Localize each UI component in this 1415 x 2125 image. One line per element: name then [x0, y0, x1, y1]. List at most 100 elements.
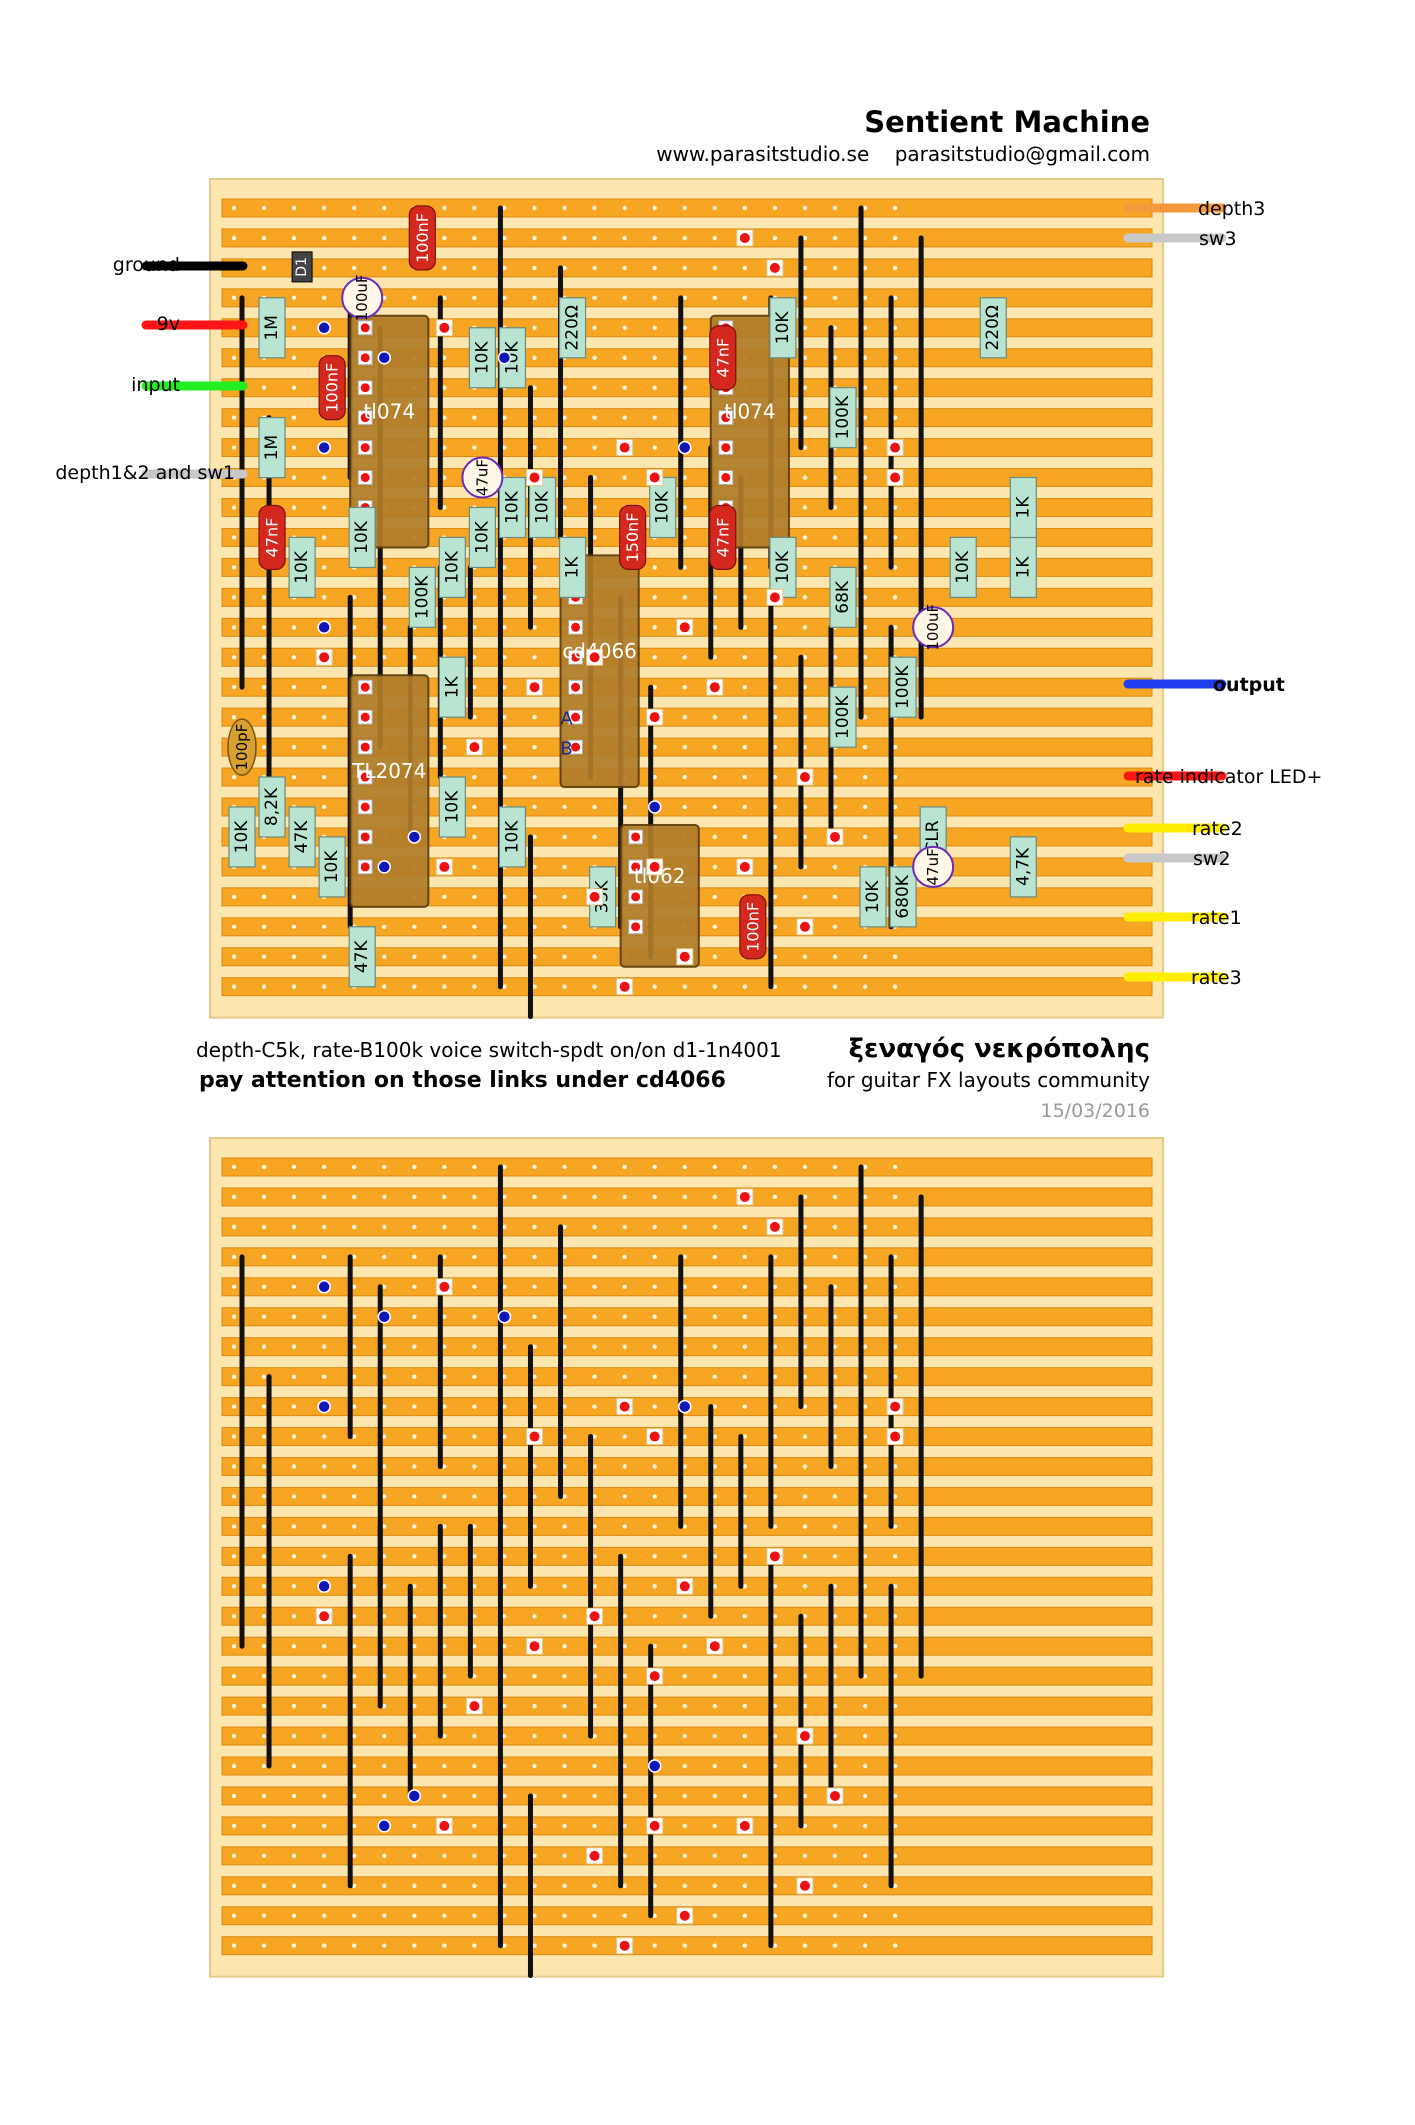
- bottom-hole: [382, 1853, 387, 1859]
- bottom-hole: [862, 1883, 868, 1889]
- top-hole: [532, 205, 537, 211]
- bottom-hole: [652, 1404, 657, 1409]
- top-hole: [562, 385, 567, 390]
- top-hole: [802, 864, 808, 870]
- bottom-hole: [472, 1913, 477, 1918]
- bottom-hole: [862, 1434, 868, 1439]
- bottom-hole: [832, 1524, 838, 1529]
- bottom-hole: [412, 1524, 417, 1529]
- top-hole: [832, 235, 838, 241]
- top-hole: [532, 864, 537, 870]
- bottom-hole: [772, 1194, 778, 1200]
- bottom-hole: [532, 1584, 537, 1589]
- top-track-cut-dot: [890, 472, 901, 483]
- bottom-copper-strip: [221, 1846, 1153, 1866]
- bottom-hole: [472, 1763, 477, 1769]
- bottom-hole: [802, 1703, 808, 1709]
- top-hole: [231, 894, 237, 900]
- bottom-hole: [502, 1194, 507, 1200]
- bottom-hole: [562, 1673, 567, 1679]
- top-hole: [502, 415, 507, 420]
- resistor-label: 68K: [833, 580, 853, 614]
- top-hole: [742, 834, 748, 840]
- bottom-hole: [652, 1194, 657, 1200]
- resistor: [889, 656, 917, 718]
- top-hole: [682, 505, 687, 510]
- bottom-hole: [682, 1644, 687, 1649]
- bottom-hole: [802, 1254, 808, 1260]
- bottom-hole: [892, 1703, 898, 1709]
- top-hole: [502, 984, 507, 989]
- top-hole: [682, 804, 687, 810]
- bottom-hole: [832, 1883, 838, 1889]
- bottom-hole: [832, 1703, 838, 1709]
- bottom-copper-strip: [221, 1756, 1153, 1776]
- bottom-hole: [231, 1554, 237, 1559]
- bottom-hole: [261, 1404, 267, 1409]
- bottom-via: [647, 1759, 662, 1773]
- bottom-hole: [382, 1404, 387, 1409]
- bottom-hole: [742, 1733, 748, 1739]
- top-hole: [382, 655, 387, 660]
- bottom-hole: [382, 1883, 387, 1889]
- top-hole: [712, 714, 717, 720]
- top-hole: [562, 475, 567, 480]
- bottom-hole: [592, 1673, 597, 1679]
- bottom-hole: [862, 1644, 868, 1649]
- capacitor-label: 100uF: [924, 604, 942, 651]
- bottom-hole: [622, 1853, 627, 1859]
- bottom-hole: [832, 1494, 838, 1499]
- film-capacitor: [408, 205, 436, 271]
- ic-pin-dot: [360, 413, 370, 423]
- top-hole: [231, 565, 237, 570]
- top-hole: [742, 265, 748, 271]
- bottom-hole: [622, 1733, 627, 1739]
- resistor-label: 1K: [442, 675, 462, 698]
- website-link[interactable]: www.parasitstudio.se: [656, 142, 870, 166]
- bottom-hole: [592, 1194, 597, 1200]
- top-hole: [562, 894, 567, 900]
- bottom-via: [317, 1399, 331, 1414]
- bottom-copper-strip: [221, 1726, 1153, 1746]
- layout-title: Sentient Machine: [864, 105, 1150, 139]
- top-hole: [712, 744, 717, 750]
- top-hole: [291, 954, 297, 959]
- bottom-hole: [892, 1763, 898, 1769]
- top-hole: [472, 864, 477, 870]
- bottom-hole: [742, 1883, 748, 1889]
- bottom-hole: [442, 1434, 447, 1439]
- top-hole: [862, 385, 868, 390]
- resistor: [558, 536, 587, 599]
- top-hole: [261, 205, 267, 211]
- resistor: [228, 806, 256, 868]
- bottom-hole: [592, 1793, 597, 1799]
- bottom-hole: [892, 1224, 898, 1230]
- top-track-cut-dot: [709, 682, 720, 693]
- top-hole: [231, 595, 237, 600]
- bottom-hole: [502, 1703, 507, 1709]
- bottom-hole: [261, 1733, 267, 1739]
- bottom-hole: [682, 1194, 687, 1200]
- bottom-hole: [682, 1224, 687, 1230]
- resistor: [438, 656, 466, 718]
- bottom-hole: [682, 1464, 687, 1469]
- bottom-hole: [231, 1703, 237, 1709]
- email-link[interactable]: parasitstudio@gmail.com: [894, 142, 1150, 166]
- bottom-hole: [682, 1254, 687, 1260]
- top-hole: [742, 625, 748, 630]
- bottom-hole: [682, 1853, 687, 1859]
- bottom-hole: [712, 1284, 717, 1290]
- resistor-label: 10K: [953, 550, 973, 584]
- bottom-hole: [231, 1673, 237, 1679]
- top-copper-strip: [221, 647, 1153, 667]
- top-hole: [652, 295, 657, 301]
- top-hole: [472, 415, 477, 420]
- top-hole: [742, 565, 748, 570]
- bottom-hole: [382, 1194, 387, 1200]
- resistor: [408, 566, 436, 628]
- top-hole: [652, 685, 657, 690]
- top-hole: [772, 864, 778, 870]
- top-hole: [802, 235, 808, 241]
- capacitor-label: 47nF: [713, 338, 732, 378]
- top-hole: [532, 235, 537, 241]
